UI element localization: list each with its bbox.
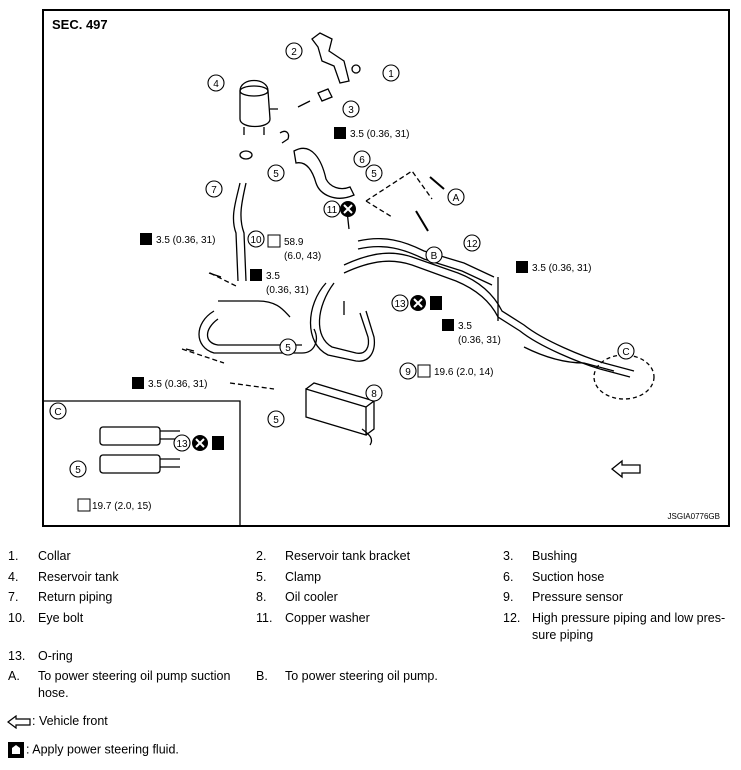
legend-num: 2. [256,549,267,563]
legend-num: 5. [256,569,267,584]
reservoir-bracket [311,32,350,84]
callout-11: 11 [327,205,338,216]
legend-text: High pressure piping and low pres- [532,610,726,625]
callout-a: A [453,193,460,204]
legend-num: 8. [256,590,267,604]
parts-legend: 1. Collar 2. Reservoir tank bracket 3. B… [8,546,741,700]
legend-text: To power steering oil pump. [285,669,438,683]
callout-b: B [431,251,438,262]
torque-label: (0.36, 31) [266,285,309,296]
legend-text: Reservoir tank [38,569,119,584]
pressure-piping [343,252,635,372]
legend-text: sure piping [532,627,594,642]
callout-5: 5 [273,169,279,180]
callout-c: C [622,347,629,358]
note-vehicle-front: : Vehicle front [6,714,108,729]
note-vehicle-front-text: : Vehicle front [32,714,108,728]
legend-text: Return piping [38,590,113,604]
legend-text: Reservoir tank bracket [285,549,411,563]
legend-num: 10. [8,610,26,625]
legend-num: 3. [503,549,514,563]
callout-6: 6 [359,155,365,166]
callout-5c: 5 [273,415,279,426]
callout-10: 10 [250,235,262,246]
legend-text: Suction hose [532,569,605,584]
suction-hose [293,147,355,199]
legend-num: 4. [8,569,19,584]
torque-label: 58.9 [284,237,304,248]
torque-label: 3.5 (0.36, 31) [532,263,591,274]
torque-label: 3.5 [266,271,280,282]
legend-num: 7. [8,590,19,604]
legend-num: B. [256,669,268,683]
legend-num: 9. [503,590,514,604]
legend-text: Copper washer [285,610,370,625]
legend-text: Clamp [285,569,322,584]
legend-num: 6. [503,569,514,584]
vehicle-front-icon [610,459,641,479]
torque-label: 3.5 (0.36, 31) [148,379,207,390]
fluid-can-icon [8,742,24,758]
legend-num: 13. [8,648,26,663]
legend-text: Collar [38,549,71,563]
legend-text: Oil cooler [285,590,338,604]
callout-5b: 5 [285,343,291,354]
legend-text: Pressure sensor [532,590,624,604]
callout-c-inset: C [54,407,61,418]
callout-12: 12 [466,239,478,250]
torque-label: (6.0, 43) [284,251,321,262]
bushing [317,88,333,102]
legend-num: 12. [503,610,521,625]
legend-text: To power steering oil pump suction [38,669,231,683]
legend-text: Bushing [532,549,578,563]
legend-num: 1. [8,549,19,563]
legend-text: O-ring [38,648,73,663]
torque-label: 3.5 [458,321,472,332]
callout-4: 4 [213,79,219,90]
section-title: SEC. 497 [52,17,108,32]
torque-label: 3.5 (0.36, 31) [156,235,215,246]
callout-2: 2 [291,47,297,58]
callout-9: 9 [405,367,411,378]
callout-7: 7 [211,185,217,196]
detail-c-box [44,400,241,525]
collar [351,64,361,74]
callout-5e: 5 [371,169,377,180]
diagram-drawing: 1 2 3 4 5 6 7 8 9 10 11 12 13 13 A B C C… [44,32,655,525]
callout-13-inset: 13 [176,439,188,450]
torque-label: (0.36, 31) [458,335,501,346]
torque-label: 19.6 (2.0, 14) [434,367,493,378]
legend-text: hose. [38,686,69,700]
callout-8: 8 [371,389,377,400]
torque-label: 19.7 (2.0, 15) [92,501,151,512]
exploded-diagram: SEC. 497 JSGIA0776GB [42,9,730,527]
legend-text: Eye bolt [38,610,84,625]
legend-num: 11. [256,610,273,625]
note-apply-fluid-text: : Apply power steering fluid. [26,742,179,757]
callout-5d: 5 [75,465,81,476]
figure-code: JSGIA0776GB [667,512,720,521]
note-apply-fluid: : Apply power steering fluid. [6,740,179,760]
torque-label: 3.5 (0.36, 31) [350,129,409,140]
callout-1: 1 [388,69,394,80]
callout-3: 3 [348,105,354,116]
vehicle-front-icon [7,714,31,729]
legend-num: A. [8,669,20,683]
reservoir-tank [239,79,271,128]
callout-13: 13 [394,299,406,310]
return-piping [232,182,247,282]
